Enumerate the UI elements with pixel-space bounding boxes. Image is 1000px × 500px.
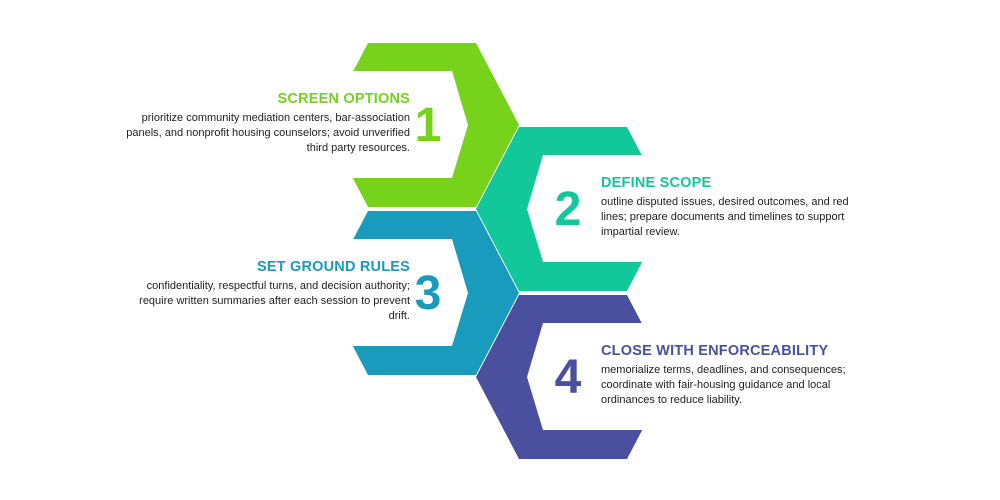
step-2-title: DEFINE SCOPE <box>601 175 712 191</box>
step-3-title: SET GROUND RULES <box>256 259 410 275</box>
step-2-number: 2 <box>554 183 582 236</box>
step-3-number: 3 <box>414 267 442 320</box>
step-4-description: memorialize terms, deadlines, and conseq… <box>601 364 846 406</box>
step-3-description: confidentiality, respectful turns, and d… <box>139 280 410 322</box>
step-1-card <box>112 71 468 178</box>
step-1-number: 1 <box>414 99 442 152</box>
step-2-description: outline disputed issues, desired outcome… <box>601 196 849 238</box>
step-1-title: SCREEN OPTIONS <box>277 91 410 107</box>
step-4-number: 4 <box>554 351 582 404</box>
step-4-card <box>527 323 885 430</box>
step-2-card <box>527 155 885 262</box>
step-1-description: prioritize community mediation centers, … <box>126 112 410 154</box>
step-4-title: CLOSE WITH ENFORCEABILITY <box>601 343 829 359</box>
step-3-card <box>112 239 468 346</box>
